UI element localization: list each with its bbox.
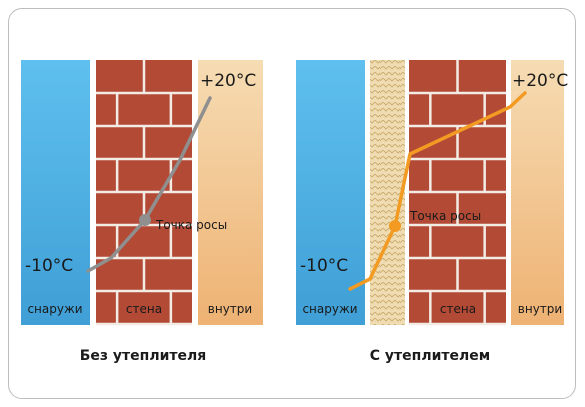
panel-no-insulation: +20°C -10°C Точка росы снаружи стена вну… bbox=[21, 60, 263, 364]
dew-point-marker bbox=[389, 220, 401, 232]
dew-point-marker bbox=[139, 214, 151, 226]
insulation-layer bbox=[370, 60, 405, 325]
wall-label: стена bbox=[440, 302, 476, 316]
inside-temp-label: +20°C bbox=[200, 71, 256, 91]
panel-caption: Без утеплителя bbox=[80, 348, 207, 364]
outside-zone bbox=[21, 60, 90, 325]
outside-label: снаружи bbox=[302, 302, 357, 316]
outside-zone bbox=[296, 60, 365, 325]
dew-point-label: Точка росы bbox=[409, 209, 481, 223]
inside-temp-label: +20°C bbox=[512, 71, 568, 91]
panel-caption: С утеплителем bbox=[370, 348, 490, 364]
panel-with-insulation: +20°C -10°C Точка росы снаружи стена вну… bbox=[296, 60, 568, 364]
inside-zone bbox=[511, 60, 564, 325]
wall-label: стена bbox=[126, 302, 162, 316]
dew-point-label: Точка росы bbox=[155, 218, 227, 232]
inside-label: внутри bbox=[208, 302, 252, 316]
outside-temp-label: -10°C bbox=[300, 256, 348, 276]
outside-label: снаружи bbox=[27, 302, 82, 316]
inside-label: внутри bbox=[518, 302, 562, 316]
temperature-line bbox=[348, 91, 527, 291]
outside-temp-label: -10°C bbox=[25, 256, 73, 276]
mortar-lines bbox=[409, 60, 506, 326]
